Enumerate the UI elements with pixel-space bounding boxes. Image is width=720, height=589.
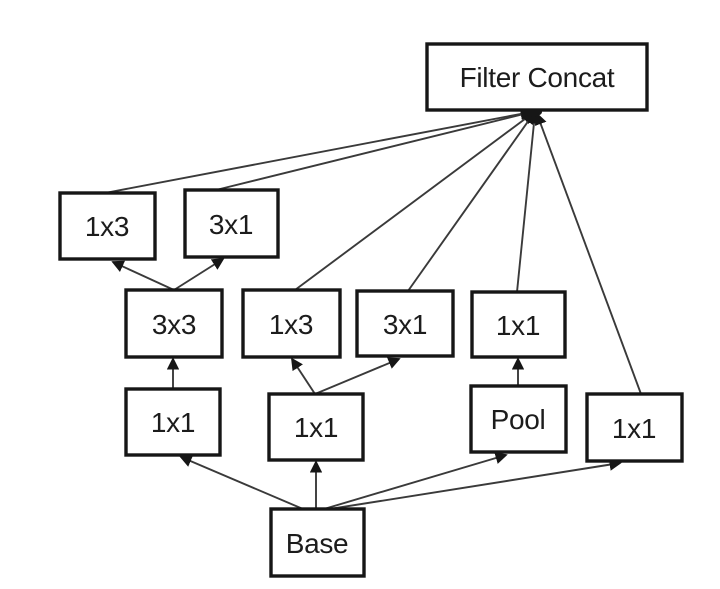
edge-base-to-1x1left xyxy=(179,455,304,510)
node-base: Base xyxy=(269,507,366,578)
node-label: Pool xyxy=(491,404,546,435)
edge-1x3top-to-concat xyxy=(104,107,533,194)
node-label: 1x3 xyxy=(85,211,129,242)
edge-1x3mid-to-concat xyxy=(294,111,535,291)
node-branch2-3x1: 3x1 xyxy=(355,289,455,358)
edge-3x1mid-to-concat xyxy=(407,111,536,292)
node-branch1-1x1: 1x1 xyxy=(124,387,222,457)
node-branch2-1x3: 1x3 xyxy=(241,288,342,359)
node-label: 1x1 xyxy=(496,310,540,341)
edge-3x3-to-3x1top xyxy=(173,258,225,291)
node-box xyxy=(585,392,684,463)
node-box xyxy=(183,188,280,259)
node-box xyxy=(124,288,224,359)
node-branch1-3x1-top: 3x1 xyxy=(183,188,280,259)
node-pool: Pool xyxy=(469,384,568,454)
node-label: 1x1 xyxy=(612,413,656,444)
node-branch4-1x1: 1x1 xyxy=(585,392,684,463)
edge-base-to-1x1right xyxy=(329,458,622,510)
node-box xyxy=(58,191,157,261)
edge-3x1top-to-concat xyxy=(215,108,534,191)
node-label: Filter Concat xyxy=(460,62,615,93)
node-branch3-1x1: 1x1 xyxy=(470,290,567,359)
node-box xyxy=(425,42,649,112)
node-box xyxy=(355,289,455,358)
node-box xyxy=(267,392,365,462)
edge-base-to-pool xyxy=(323,452,508,510)
node-box xyxy=(269,507,366,578)
node-label: 3x1 xyxy=(383,309,427,340)
node-branch2-1x1: 1x1 xyxy=(267,392,365,462)
node-label: Base xyxy=(286,528,349,559)
edge-1x1pooltop-to-concat xyxy=(516,111,541,293)
edge-1x1right-to-concat xyxy=(534,112,642,395)
node-box xyxy=(124,387,222,457)
node-label: 1x1 xyxy=(294,412,338,443)
node-label: 3x1 xyxy=(209,209,253,240)
node-branch1-3x3: 3x3 xyxy=(124,288,224,359)
node-label: 3x3 xyxy=(152,309,196,340)
edge-3x3-to-1x3top xyxy=(111,260,175,291)
node-box xyxy=(470,290,567,359)
node-box xyxy=(241,288,342,359)
node-box xyxy=(469,384,568,454)
edge-1x1mid-to-3x1mid xyxy=(314,357,401,395)
node-branch1-1x3-top: 1x3 xyxy=(58,191,157,261)
node-filter-concat: Filter Concat xyxy=(425,42,649,112)
edge-1x1mid-to-1x3mid xyxy=(290,357,316,395)
node-label: 1x1 xyxy=(151,407,195,438)
node-label: 1x3 xyxy=(269,309,313,340)
edge-layer xyxy=(104,107,642,510)
